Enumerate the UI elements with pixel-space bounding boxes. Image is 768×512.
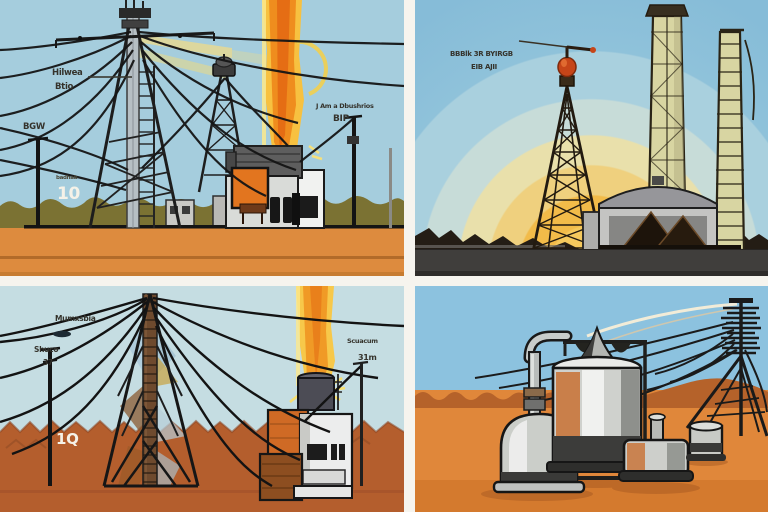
- caption-underline: [88, 76, 132, 78]
- sagging-power-lines: [0, 296, 404, 488]
- caption-line1: BBBlk 3R BYIRGB: [450, 50, 513, 58]
- power-lines: [0, 30, 404, 197]
- sunset-building: [582, 176, 741, 251]
- caption-badhab: badhab: [56, 175, 78, 181]
- caption-31m: 31m: [358, 353, 377, 362]
- pylon-tower: [646, 298, 768, 437]
- small-tank: [686, 420, 726, 461]
- drilling-derrick: [102, 293, 200, 488]
- utility-pole-left: [39, 346, 61, 486]
- bottom-right-illustration: [415, 286, 768, 512]
- panel-top-left: Hilwea Btio BGW badhab 10 J Am a Dbushri…: [0, 0, 404, 276]
- caption-right: Scuacum: [347, 337, 378, 345]
- caption-btio: Btio: [55, 82, 74, 92]
- utility-pole-right: [352, 360, 369, 486]
- caption-line2: EIB AJII: [471, 63, 497, 71]
- substation-building: [225, 145, 325, 229]
- panel-bottom-right: [415, 286, 768, 512]
- caption-top: Mumxsbia: [55, 314, 96, 323]
- bird-on-wire: [53, 330, 71, 338]
- gooseneck-pipe: [521, 330, 573, 447]
- flare-plant-building: [258, 372, 354, 502]
- panel-bottom-left: Mumxsbia Shuco 37 1Q Scuacum 31m: [0, 286, 404, 512]
- bottom-left-illustration: [0, 286, 404, 512]
- utility-pole-right: [343, 114, 392, 228]
- top-right-illustration: [415, 0, 768, 276]
- horizon-mounds: [415, 378, 768, 408]
- ground: [0, 225, 404, 276]
- panel-top-right: BBBlk 3R BYIRGB EIB AJII: [415, 0, 768, 276]
- caption-hilwea: Hilwea: [52, 68, 83, 78]
- haze-streak: [415, 245, 565, 248]
- caption-37: 37: [43, 358, 53, 367]
- flare-stack-flame: [289, 286, 346, 407]
- caption-bgw: BGW: [23, 122, 45, 132]
- dark-foreground-strip: [415, 249, 768, 276]
- rectangular-tank: [618, 413, 694, 482]
- utility-pole-left: [27, 136, 49, 228]
- caption-bip: BIP: [333, 114, 349, 124]
- caption-shuco: Shuco: [34, 345, 59, 354]
- top-left-illustration: [0, 0, 404, 276]
- caption-right: J Am a Dbushrios: [316, 102, 374, 110]
- ground-number: 1Q: [56, 430, 79, 448]
- hill-number: 10: [57, 184, 81, 204]
